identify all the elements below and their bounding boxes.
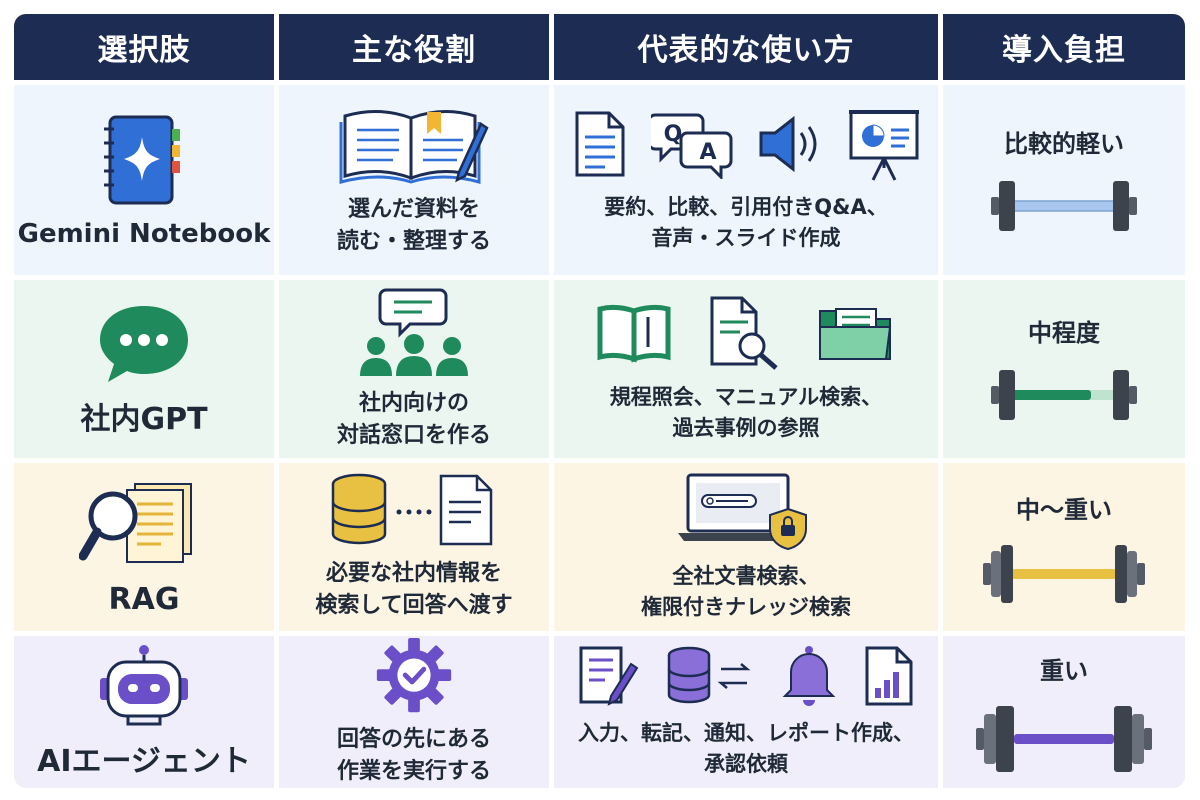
row-rag-burden: 中〜重い <box>943 463 1185 631</box>
row-gpt-burden: 中程度 <box>943 280 1185 458</box>
usage-text: 全社文書検索、 権限付きナレッジ検索 <box>641 563 851 620</box>
burden-label: 重い <box>1040 656 1088 685</box>
row-gpt-role: 社内向けの 対話窓口を作る <box>279 280 549 458</box>
magnifier-documents-icon <box>79 482 192 563</box>
document-icon <box>575 111 625 176</box>
role-text: 回答の先にある 作業を実行する <box>336 727 491 785</box>
row-rag-usage: 全社文書検索、 権限付きナレッジ検索 <box>554 463 938 631</box>
form-pen-icon <box>579 646 639 706</box>
option-name: Gemini Notebook <box>17 219 271 249</box>
row-gemini-usage: Q A 要約、比較、引用付きQ&A、 音声・スライド作成 <box>554 85 938 275</box>
option-name: 社内GPT <box>80 402 208 437</box>
header-burden: 導入負担 <box>943 14 1185 80</box>
database-sync-icon <box>667 646 751 703</box>
svg-text:A: A <box>699 140 716 165</box>
presentation-icon <box>849 109 919 181</box>
dumbbell-light-icon <box>991 180 1137 231</box>
folder-icon <box>819 307 892 360</box>
usage-text: 入力、転記、通知、レポート作成、 承認依頼 <box>578 720 914 777</box>
row-rag-option: RAG <box>14 463 274 631</box>
option-name: AIエージェント <box>37 744 251 779</box>
speaker-icon <box>759 115 817 172</box>
document-search-icon <box>710 296 778 370</box>
dumbbell-very-heavy-icon <box>976 705 1152 772</box>
option-name: RAG <box>108 581 180 617</box>
gear-check-icon <box>376 637 452 713</box>
bell-icon <box>782 645 836 706</box>
robot-icon <box>100 645 188 726</box>
laptop-search-lock-icon <box>678 473 807 550</box>
row-agent-role: 回答の先にある 作業を実行する <box>279 636 549 788</box>
role-text: 必要な社内情報を 検索して回答へ渡す <box>315 561 513 618</box>
role-text: 選んだ資料を 読む・整理する <box>336 197 491 254</box>
role-text: 社内向けの 対話窓口を作る <box>336 391 491 448</box>
row-agent-usage: 入力、転記、通知、レポート作成、 承認依頼 <box>554 636 938 788</box>
header-option: 選択肢 <box>14 14 274 80</box>
usage-text: 要約、比較、引用付きQ&A、 音声・スライド作成 <box>604 194 888 251</box>
chat-bubble-icon <box>100 306 188 382</box>
report-chart-icon <box>865 646 913 705</box>
row-gemini-option: Gemini Notebook <box>14 85 274 275</box>
row-rag-role: 必要な社内情報を 検索して回答へ渡す <box>279 463 549 631</box>
burden-label: 中〜重い <box>1016 495 1112 524</box>
qa-bubble-icon: Q A <box>651 113 733 179</box>
manual-book-icon <box>597 304 671 362</box>
svg-text:Q: Q <box>664 122 683 147</box>
row-gpt-option: 社内GPT <box>14 280 274 458</box>
row-agent-burden: 重い <box>943 636 1185 788</box>
usage-text: 規程照会、マニュアル検索、 過去事例の参照 <box>609 384 883 441</box>
notebook-sparkle-icon <box>104 115 180 205</box>
header-role: 主な役割 <box>279 14 549 80</box>
dumbbell-heavy-icon <box>983 544 1145 603</box>
header-usage: 代表的な使い方 <box>554 14 938 80</box>
team-chat-icon <box>360 288 468 377</box>
row-gemini-role: 選んだ資料を 読む・整理する <box>279 85 549 275</box>
database-to-document-icon <box>331 473 493 546</box>
row-gpt-usage: 規程照会、マニュアル検索、 過去事例の参照 <box>554 280 938 458</box>
open-book-pen-icon <box>339 110 489 185</box>
row-gemini-burden: 比較的軽い <box>943 85 1185 275</box>
dumbbell-medium-icon <box>991 369 1137 420</box>
burden-label: 比較的軽い <box>1004 129 1124 158</box>
comparison-table: 選択肢 主な役割 代表的な使い方 導入負担 Gemini Notebook 選ん… <box>14 14 1186 788</box>
burden-label: 中程度 <box>1028 318 1100 347</box>
row-agent-option: AIエージェント <box>14 636 274 788</box>
